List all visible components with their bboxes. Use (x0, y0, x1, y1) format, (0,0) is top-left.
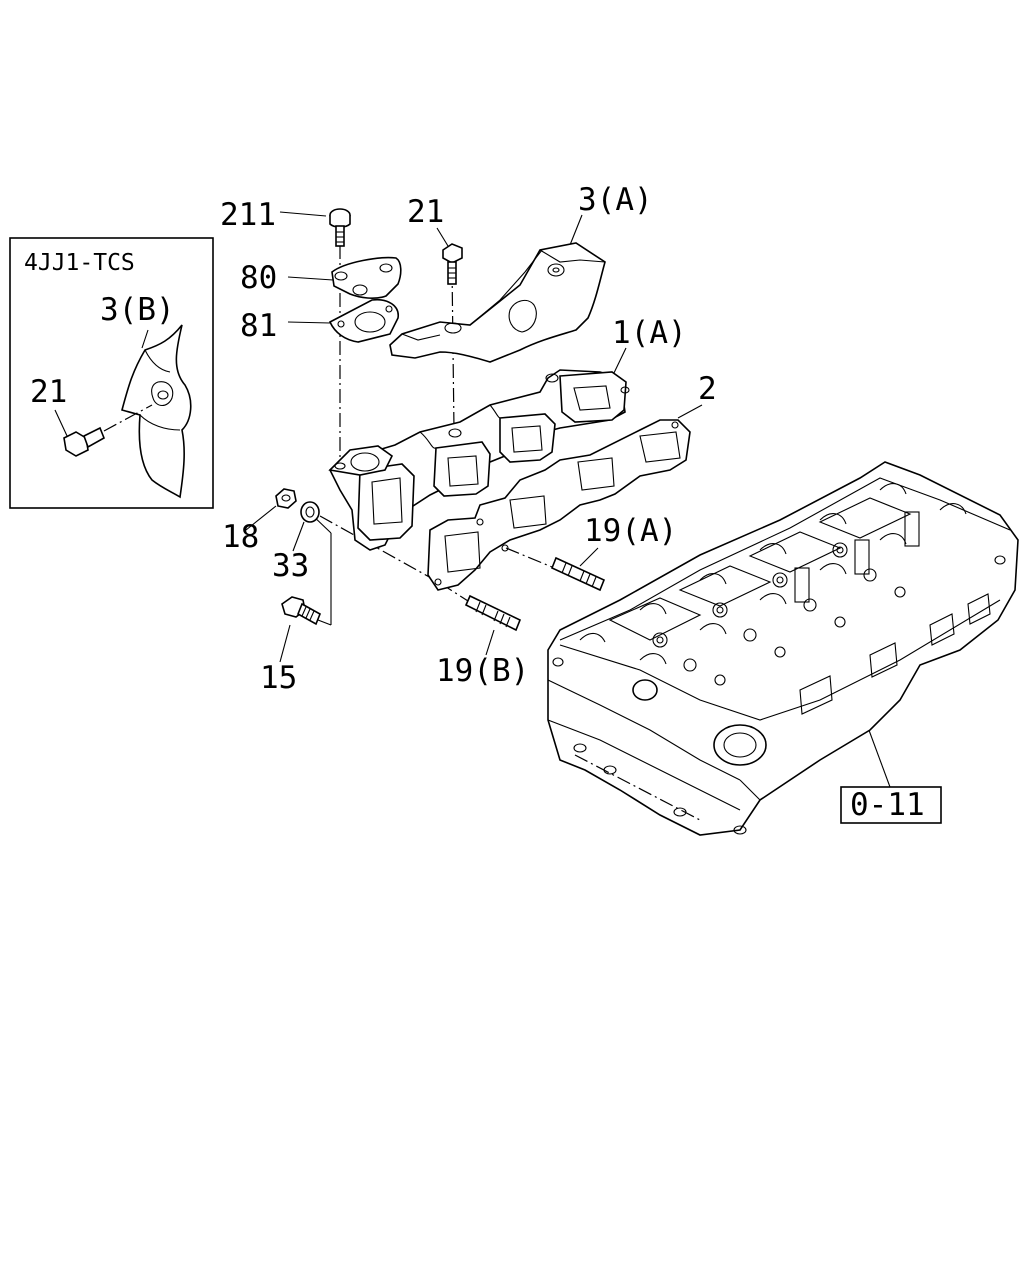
exhaust-manifold-1a (328, 369, 630, 551)
callout-211: 211 (220, 197, 276, 233)
inset-label-heat-shield-b: 3(B) (100, 292, 175, 328)
bolt-15 (281, 596, 322, 626)
leader-lines (245, 211, 891, 788)
inset-bolt-21 (63, 404, 153, 457)
washer-33 (300, 501, 320, 523)
reference-box-label: 0-11 (850, 787, 925, 823)
inset-frame (9, 237, 214, 509)
callout-19b: 19(B) (436, 653, 529, 689)
bolt-211 (329, 208, 351, 247)
callout-labels: 211 21 3(A) 80 81 1(A) 2 18 33 19(A) 15 … (220, 182, 717, 696)
callout-80: 80 (240, 260, 277, 296)
callout-2: 2 (698, 371, 717, 407)
variant-inset: 4JJ1-TCS 3(B) 21 (9, 237, 214, 509)
callout-81: 81 (240, 308, 277, 344)
reference-box: 0-11 (840, 786, 942, 824)
callout-19a: 19(A) (584, 513, 677, 549)
stud-19b (464, 594, 522, 632)
inset-title: 4JJ1-TCS (24, 250, 135, 276)
nut-18 (275, 488, 297, 509)
reference-box-frame (840, 786, 942, 824)
callout-1a: 1(A) (612, 315, 687, 351)
heat-shield-a (389, 242, 606, 363)
callout-33: 33 (272, 548, 309, 584)
manifold-gasket-2 (427, 419, 691, 591)
callout-3a: 3(A) (578, 182, 653, 218)
callout-15: 15 (260, 660, 297, 696)
gasket-81 (328, 298, 399, 343)
inset-label-bolt-21: 21 (30, 374, 67, 410)
heat-shield-b (121, 324, 192, 499)
cylinder-head (547, 461, 1019, 836)
bracket-80 (331, 256, 402, 299)
stud-19a (550, 556, 606, 592)
callout-21: 21 (407, 194, 444, 230)
bolt-21 (442, 243, 463, 285)
